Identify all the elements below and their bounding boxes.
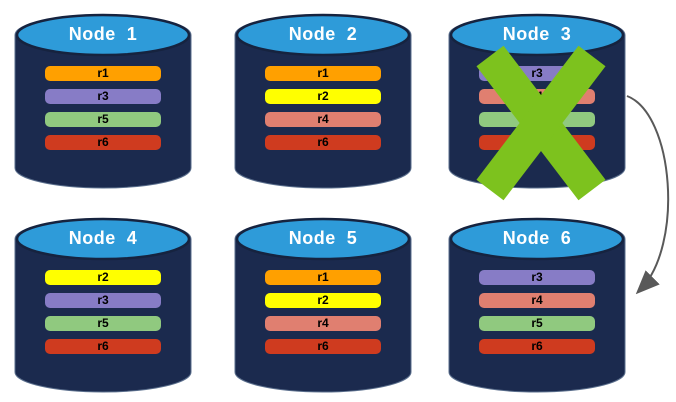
replica-bar: r2 — [265, 293, 381, 308]
replica-bar: r5 — [45, 112, 161, 127]
replica-list: r3 r4 r5 r6 — [479, 66, 595, 158]
node-title: Node 1 — [68, 24, 138, 44]
replica-bar: r4 — [479, 89, 595, 104]
replica-bar: r5 — [479, 112, 595, 127]
node-title: Node 3 — [502, 24, 572, 44]
node-title: Node 6 — [502, 228, 572, 248]
replica-bar: r5 — [479, 316, 595, 331]
replica-bar: r2 — [45, 270, 161, 285]
replica-bar: r3 — [45, 293, 161, 308]
node-1-cylinder: Node 1 r1 r3 r5 r6 — [13, 8, 193, 194]
replica-list: r1 r2 r4 r6 — [265, 66, 381, 158]
replica-bar: r6 — [45, 339, 161, 354]
node-title: Node 2 — [288, 24, 358, 44]
replica-list: r3 r4 r5 r6 — [479, 270, 595, 362]
replica-bar: r3 — [479, 66, 595, 81]
replica-bar: r4 — [265, 316, 381, 331]
replica-bar: r2 — [265, 89, 381, 104]
replica-bar: r3 — [45, 89, 161, 104]
replica-bar: r6 — [45, 135, 161, 150]
node-5-cylinder: Node 5 r1 r2 r4 r6 — [233, 212, 413, 398]
replica-list: r2 r3 r5 r6 — [45, 270, 161, 362]
replica-bar: r3 — [479, 270, 595, 285]
replica-bar: r6 — [479, 339, 595, 354]
replica-bar: r4 — [479, 293, 595, 308]
node-6-cylinder: Node 6 r3 r4 r5 r6 — [447, 212, 627, 398]
node-title: Node 5 — [288, 228, 358, 248]
replica-bar: r1 — [265, 270, 381, 285]
node-2-cylinder: Node 2 r1 r2 r4 r6 — [233, 8, 413, 194]
replica-bar: r6 — [265, 339, 381, 354]
curved-arrow-icon — [626, 95, 670, 295]
replica-list: r1 r3 r5 r6 — [45, 66, 161, 158]
replica-bar: r5 — [45, 316, 161, 331]
replica-bar: r1 — [45, 66, 161, 81]
replica-bar: r6 — [265, 135, 381, 150]
replica-bar: r1 — [265, 66, 381, 81]
replica-list: r1 r2 r4 r6 — [265, 270, 381, 362]
node-4-cylinder: Node 4 r2 r3 r5 r6 — [13, 212, 193, 398]
replica-bar: r6 — [479, 135, 595, 150]
node-title: Node 4 — [68, 228, 138, 248]
replica-bar: r4 — [265, 112, 381, 127]
node-3-cylinder-failed: Node 3 r3 r4 r5 r6 — [447, 8, 627, 194]
